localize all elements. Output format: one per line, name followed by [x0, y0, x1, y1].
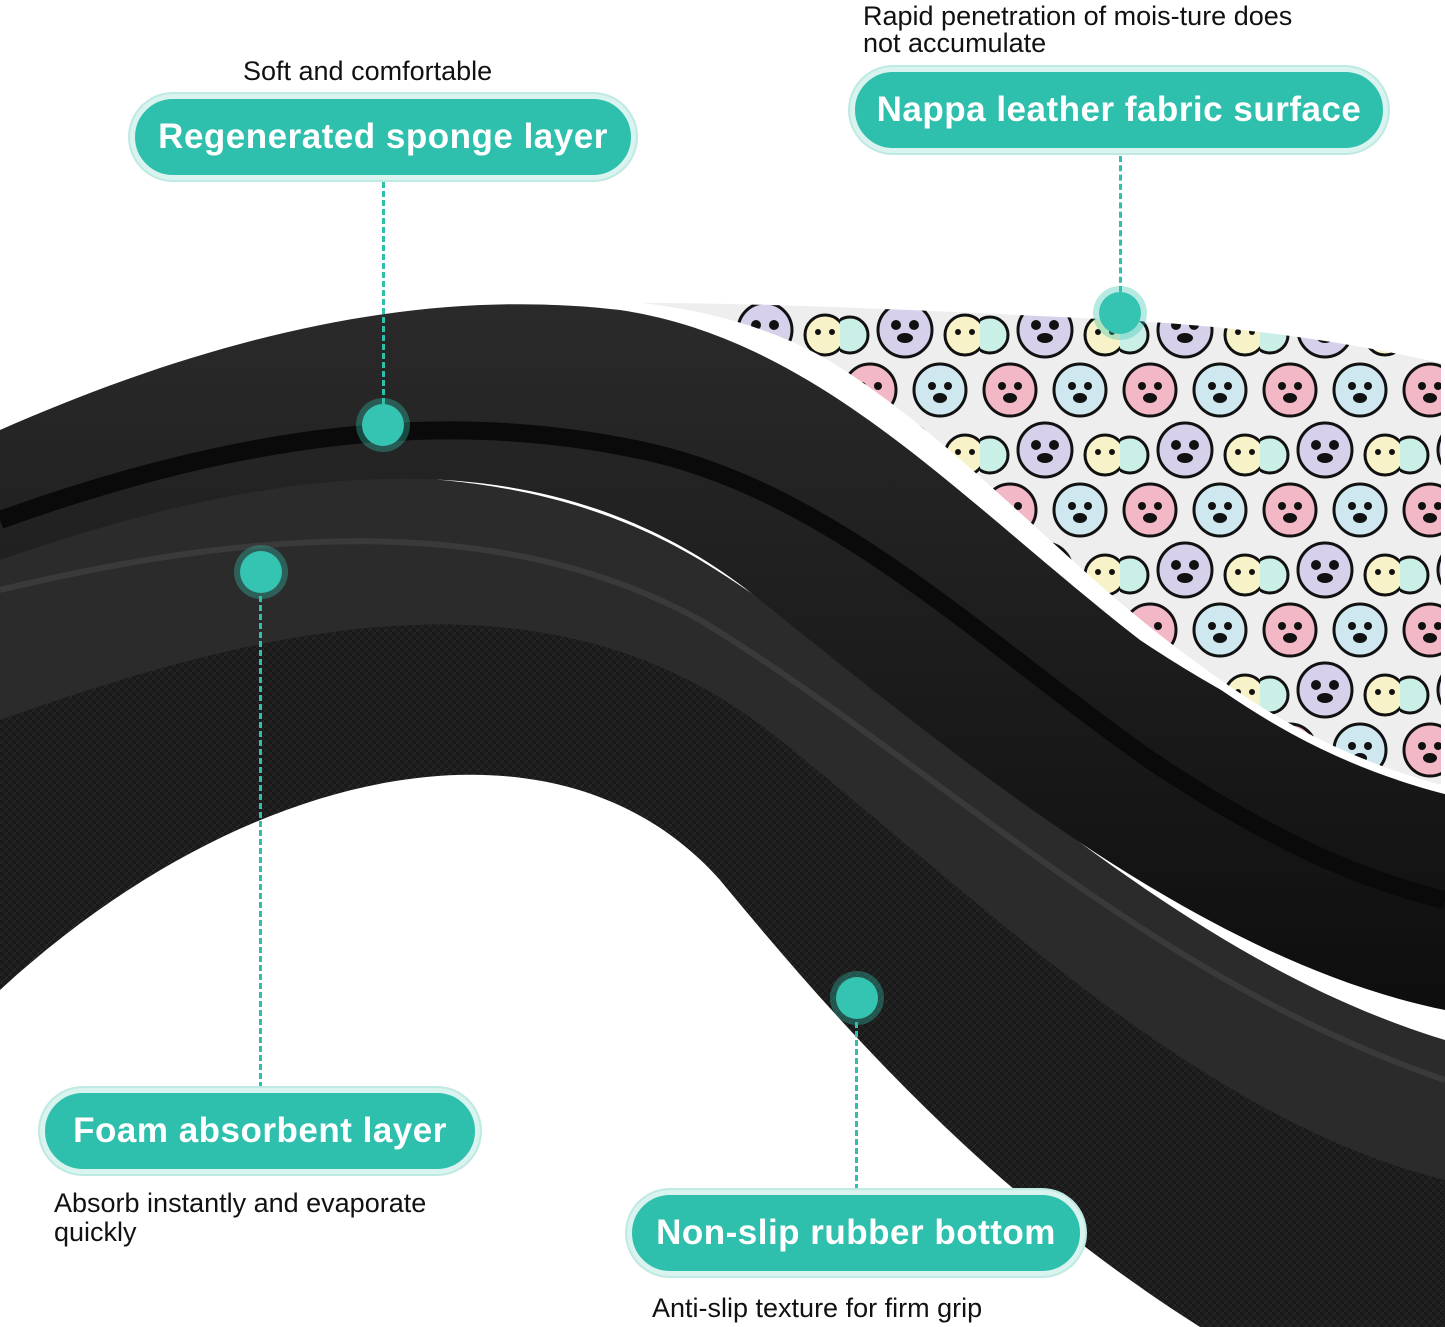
- nappa-leader-line: [1119, 156, 1122, 292]
- nappa-caption-line1: Rapid penetration of mois-ture does: [863, 1, 1293, 31]
- sponge-caption: Soft and comfortable: [243, 56, 493, 86]
- sponge-marker-dot: [362, 404, 404, 446]
- rubber-bottom-label: Non-slip rubber bottom: [627, 1190, 1085, 1276]
- sponge-layer-shape: [0, 304, 1445, 1010]
- foam-layer-shape: [0, 476, 1445, 1180]
- nappa-marker-dot: [1099, 292, 1141, 334]
- nappa-surface-label: Nappa leather fabric surface: [850, 67, 1388, 153]
- foam-caption-line2: quickly: [54, 1217, 137, 1247]
- rubber-marker-dot: [836, 977, 878, 1019]
- sponge-leader-line: [382, 182, 385, 404]
- rubber-caption: Anti-slip texture for firm grip: [652, 1293, 983, 1323]
- nappa-caption-line2: not accumulate: [863, 28, 1047, 58]
- rubber-layer-shape: [0, 619, 1445, 1327]
- foam-marker-dot: [240, 551, 282, 593]
- rubber-leader-line: [855, 1022, 858, 1190]
- sponge-layer-label: Regenerated sponge layer: [130, 94, 636, 180]
- nappa-surface-shape: [499, 294, 1445, 795]
- foam-leader-line: [259, 596, 262, 1088]
- foam-layer-label: Foam absorbent layer: [40, 1088, 480, 1174]
- foam-caption-line1: Absorb instantly and evaporate: [54, 1188, 427, 1218]
